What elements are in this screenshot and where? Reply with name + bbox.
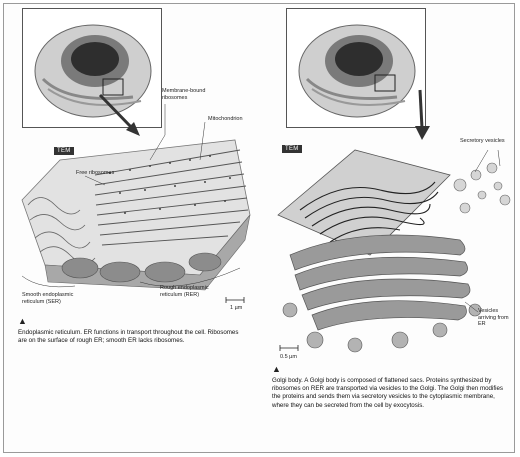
membrane-bound-ribosomes-label: Membrane-bound ribosomes bbox=[162, 88, 210, 101]
free-ribosomes-label: Free ribosomes bbox=[76, 170, 114, 177]
er-caption: Endoplasmic reticulum. ER functions in t… bbox=[18, 329, 246, 345]
er-panel: TEM Free ribosomes Membrane-bound riboso… bbox=[0, 0, 260, 457]
er-scale-label: 1 µm bbox=[230, 305, 242, 312]
golgi-caption: Golgi body. A Golgi body is composed of … bbox=[272, 377, 508, 410]
er-tem-label: TEM bbox=[54, 147, 74, 155]
golgi-panel: TEM Secretory vesicles Vesicles arriving… bbox=[260, 0, 520, 457]
vesicles-arriving-label: Vesicles arriving from ER bbox=[478, 308, 516, 328]
golgi-scale-label: 0.5 µm bbox=[280, 354, 297, 361]
rough-er-label: Rough endoplasmic reticulum (RER) bbox=[160, 285, 230, 298]
smooth-er-label: Smooth endoplasmic reticulum (SER) bbox=[22, 292, 94, 305]
golgi-caption-marker: ▲ bbox=[272, 364, 281, 374]
er-illustration bbox=[0, 0, 260, 457]
mitochondrion-label: Mitochondrion bbox=[208, 116, 243, 123]
golgi-tem-label: TEM bbox=[282, 145, 302, 153]
secretory-vesicles-label: Secretory vesicles bbox=[460, 138, 516, 145]
er-caption-marker: ▲ bbox=[18, 316, 27, 326]
